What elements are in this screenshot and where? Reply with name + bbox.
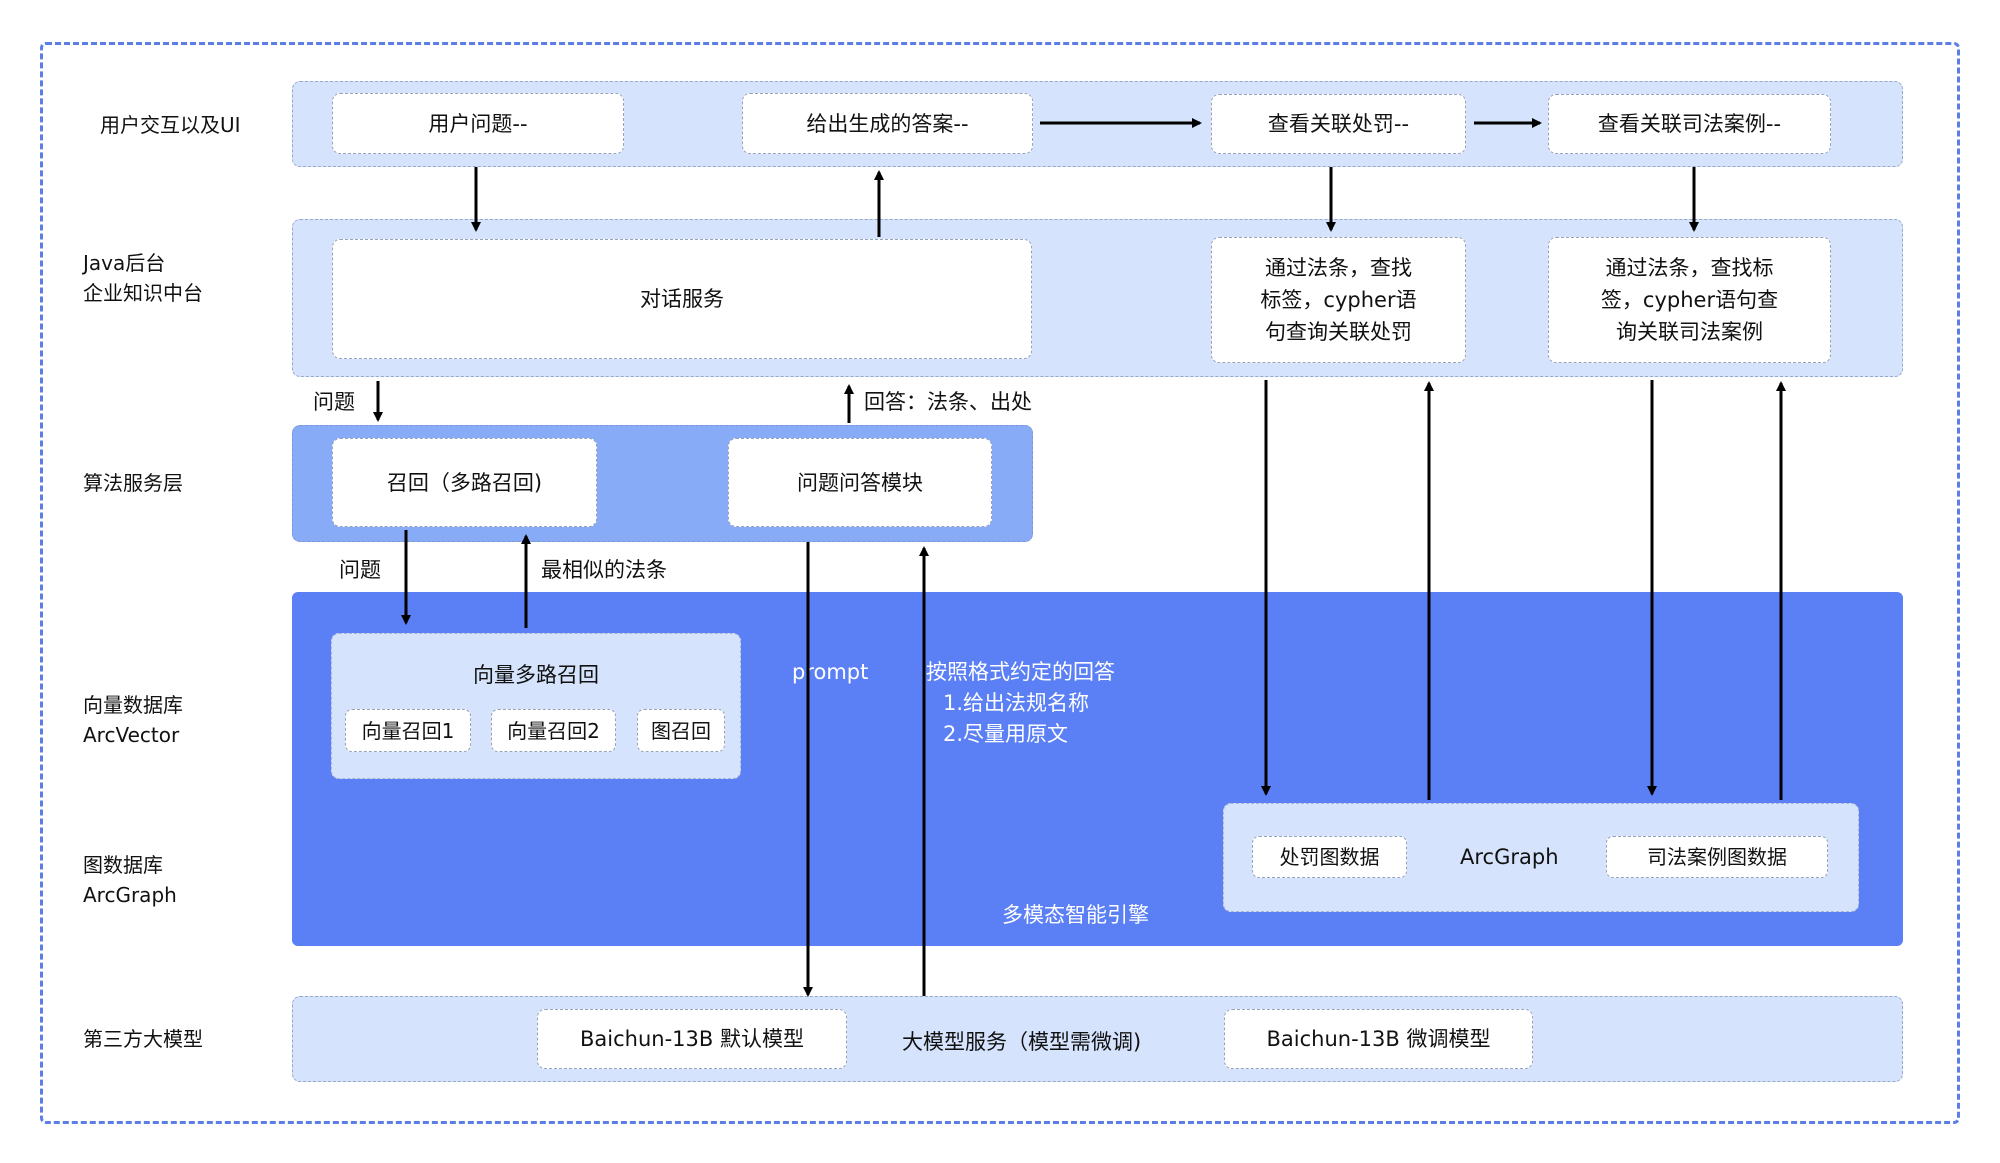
generated-answer-label: 给出生成的答案--: [806, 111, 969, 136]
generated-answer-box[interactable]: 给出生成的答案--: [742, 93, 1033, 154]
layer-label-vector-line1: 向量数据库: [83, 693, 183, 717]
qa-module-box[interactable]: 问题问答模块: [728, 438, 992, 527]
user-question-label: 用户问题--: [428, 111, 528, 136]
layer-label-vector-line2: ArcVector: [83, 723, 180, 747]
view-penalty-box[interactable]: 查看关联处罚--: [1211, 94, 1466, 154]
case-query-line1: 通过法条，查找标: [1605, 256, 1774, 280]
graph-recall-item-label: 图召回: [651, 718, 711, 743]
recall-label: 召回（多路召回): [386, 470, 543, 495]
default-model-label: Baichun-13B 默认模型: [580, 1027, 804, 1051]
penalty-query-line2: 标签，cypher语: [1260, 288, 1417, 312]
graph-recall-item[interactable]: 图召回: [637, 709, 725, 752]
dialog-service-box[interactable]: 对话服务: [332, 239, 1032, 359]
dialog-service-label: 对话服务: [640, 287, 724, 311]
edge-label-prompt: prompt: [792, 660, 869, 684]
arcgraph-label: ArcGraph: [1460, 845, 1559, 869]
penalty-graph-data-box[interactable]: 处罚图数据: [1252, 836, 1407, 878]
penalty-query-box[interactable]: 通过法条，查找 标签，cypher语 句查询关联处罚: [1211, 237, 1466, 363]
recall-box[interactable]: 召回（多路召回): [332, 438, 597, 527]
layer-label-java-line2: 企业知识中台: [83, 281, 203, 305]
default-model-box[interactable]: Baichun-13B 默认模型: [537, 1009, 847, 1069]
layer-label-llm: 第三方大模型: [83, 1027, 203, 1051]
finetuned-model-label: Baichun-13B 微调模型: [1266, 1027, 1491, 1051]
architecture-frame: [40, 42, 1960, 1124]
format-answer-line1: 按照格式约定的回答: [926, 660, 1115, 684]
finetuned-model-box[interactable]: Baichun-13B 微调模型: [1224, 1009, 1533, 1069]
edge-label-question-to-vector: 问题: [339, 558, 381, 582]
vector-recall-item-1[interactable]: 向量召回1: [345, 709, 471, 752]
vector-recall-item-1-label: 向量召回1: [361, 718, 455, 743]
vector-recall-title: 向量多路召回: [473, 663, 599, 687]
view-cases-box[interactable]: 查看关联司法案例--: [1548, 94, 1831, 154]
layer-label-algorithm: 算法服务层: [83, 471, 183, 495]
layer-label-graph-line2: ArcGraph: [83, 883, 177, 907]
edge-label-most-similar: 最相似的法条: [541, 558, 667, 582]
view-penalty-label: 查看关联处罚--: [1267, 112, 1410, 136]
case-graph-data-box[interactable]: 司法案例图数据: [1606, 836, 1828, 878]
view-cases-label: 查看关联司法案例--: [1597, 112, 1782, 136]
layer-label-ui: 用户交互以及UI: [100, 113, 241, 137]
llm-service-label: 大模型服务（模型需微调): [902, 1030, 1142, 1054]
edge-label-answer-from-algo: 回答：法条、出处: [864, 390, 1032, 414]
multimodal-engine-title: 多模态智能引擎: [1002, 903, 1149, 927]
vector-recall-panel: [331, 633, 741, 779]
case-query-line3: 询关联司法案例: [1616, 320, 1763, 344]
qa-module-label: 问题问答模块: [797, 470, 923, 495]
case-graph-data-label: 司法案例图数据: [1647, 845, 1787, 869]
format-answer-line3: 2.尽量用原文: [943, 722, 1069, 746]
format-answer-line2: 1.给出法规名称: [943, 691, 1090, 715]
penalty-query-line1: 通过法条，查找: [1265, 256, 1412, 280]
user-question-box[interactable]: 用户问题--: [332, 93, 624, 154]
layer-label-java-line1: Java后台: [83, 251, 166, 275]
case-query-box[interactable]: 通过法条，查找标 签，cypher语句查 询关联司法案例: [1548, 237, 1831, 363]
vector-recall-item-2-label: 向量召回2: [507, 718, 600, 743]
case-query-line2: 签，cypher语句查: [1600, 288, 1779, 312]
edge-label-question-to-algo: 问题: [313, 390, 355, 414]
layer-label-graph-line1: 图数据库: [83, 853, 163, 877]
penalty-graph-data-label: 处罚图数据: [1279, 845, 1380, 869]
vector-recall-item-2[interactable]: 向量召回2: [491, 709, 616, 752]
penalty-query-line3: 句查询关联处罚: [1265, 320, 1412, 344]
